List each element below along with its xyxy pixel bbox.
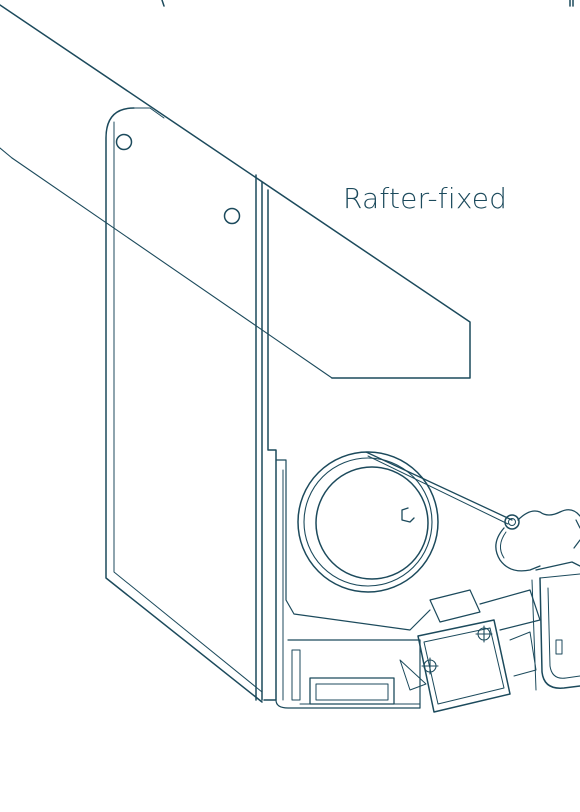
crosshair-marker-right bbox=[475, 625, 493, 643]
roller-tube bbox=[297, 451, 439, 593]
cord bbox=[365, 451, 513, 525]
crosshair-marker-left bbox=[421, 657, 439, 675]
rafter-beam bbox=[0, 4, 471, 379]
mounting-bracket-plate bbox=[105, 107, 277, 703]
top-edge-marks bbox=[161, 0, 574, 7]
roller-housing bbox=[275, 459, 431, 701]
line-art bbox=[0, 0, 580, 713]
pulley-assembly bbox=[495, 509, 580, 572]
diagram-label: Rafter-fixed bbox=[343, 182, 508, 215]
bracket-foot bbox=[275, 639, 421, 709]
drive-block bbox=[399, 589, 541, 713]
tension-clip bbox=[531, 519, 580, 691]
mounting-hole-lower bbox=[223, 207, 241, 225]
mounting-hole-upper bbox=[115, 133, 133, 151]
